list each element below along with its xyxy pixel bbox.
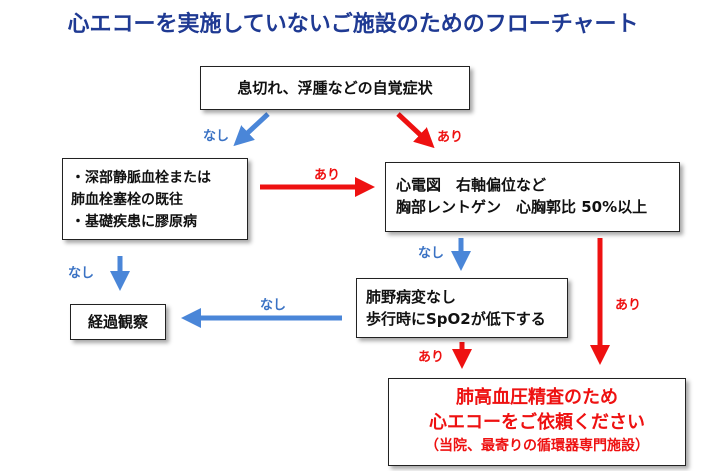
arrow-symptoms-to-history (233, 112, 270, 147)
node-ecg-xray: 心電図 右軸偏位など 胸部レントゲン 心胸郭比 50%以上 (385, 162, 680, 232)
node-lung-line-2: 歩行時にSpO2が低下する (366, 310, 546, 328)
node-history-line-2: 肺血栓塞栓の既往 (71, 192, 183, 208)
node-history-line-1: ・深部静脈血栓または (71, 170, 211, 186)
edge-label-symptoms-ecg: あり (437, 130, 464, 145)
arrow-symptoms-to-ecg (396, 112, 435, 149)
page-title: 心エコーを実施していないご施設のためのフローチャート (67, 12, 639, 37)
node-lung-spo2: 肺野病変なし 歩行時にSpO2が低下する (356, 278, 568, 338)
node-observe-text: 経過観察 (87, 313, 148, 331)
node-observe: 経過観察 (70, 304, 166, 340)
edge-label-lung-observe: なし (260, 298, 287, 313)
node-lung-line-1: 肺野病変なし (366, 288, 457, 306)
node-refer-echo: 肺高血圧精査のため 心エコーをご依頼ください （当院、最寄りの循環器専門施設） (388, 378, 686, 466)
edge-label-ecg-refer: あり (615, 298, 642, 313)
node-refer-line-1: 肺高血圧精査のため (456, 387, 618, 408)
edge-label-ecg-lung: なし (418, 246, 445, 261)
node-history: ・深部静脈血栓または 肺血栓塞栓の既往 ・基礎疾患に膠原病 (62, 158, 248, 240)
node-refer-line-3: （当院、最寄りの循環器専門施設） (425, 438, 649, 454)
edge-label-history-ecg: あり (314, 168, 341, 183)
edge-label-history-observe: なし (68, 266, 95, 281)
node-symptoms: 息切れ、浮腫などの自覚症状 (200, 66, 470, 110)
edge-label-lung-refer: あり (418, 350, 445, 365)
node-symptoms-text: 息切れ、浮腫などの自覚症状 (237, 79, 433, 97)
node-refer-line-2: 心エコーをご依頼ください (429, 412, 645, 433)
node-history-line-3: ・基礎疾患に膠原病 (71, 214, 197, 230)
edge-label-symptoms-history: なし (203, 129, 230, 144)
node-ecg-line-1: 心電図 右軸偏位など (396, 176, 547, 194)
node-ecg-line-2: 胸部レントゲン 心胸郭比 50%以上 (396, 198, 648, 216)
